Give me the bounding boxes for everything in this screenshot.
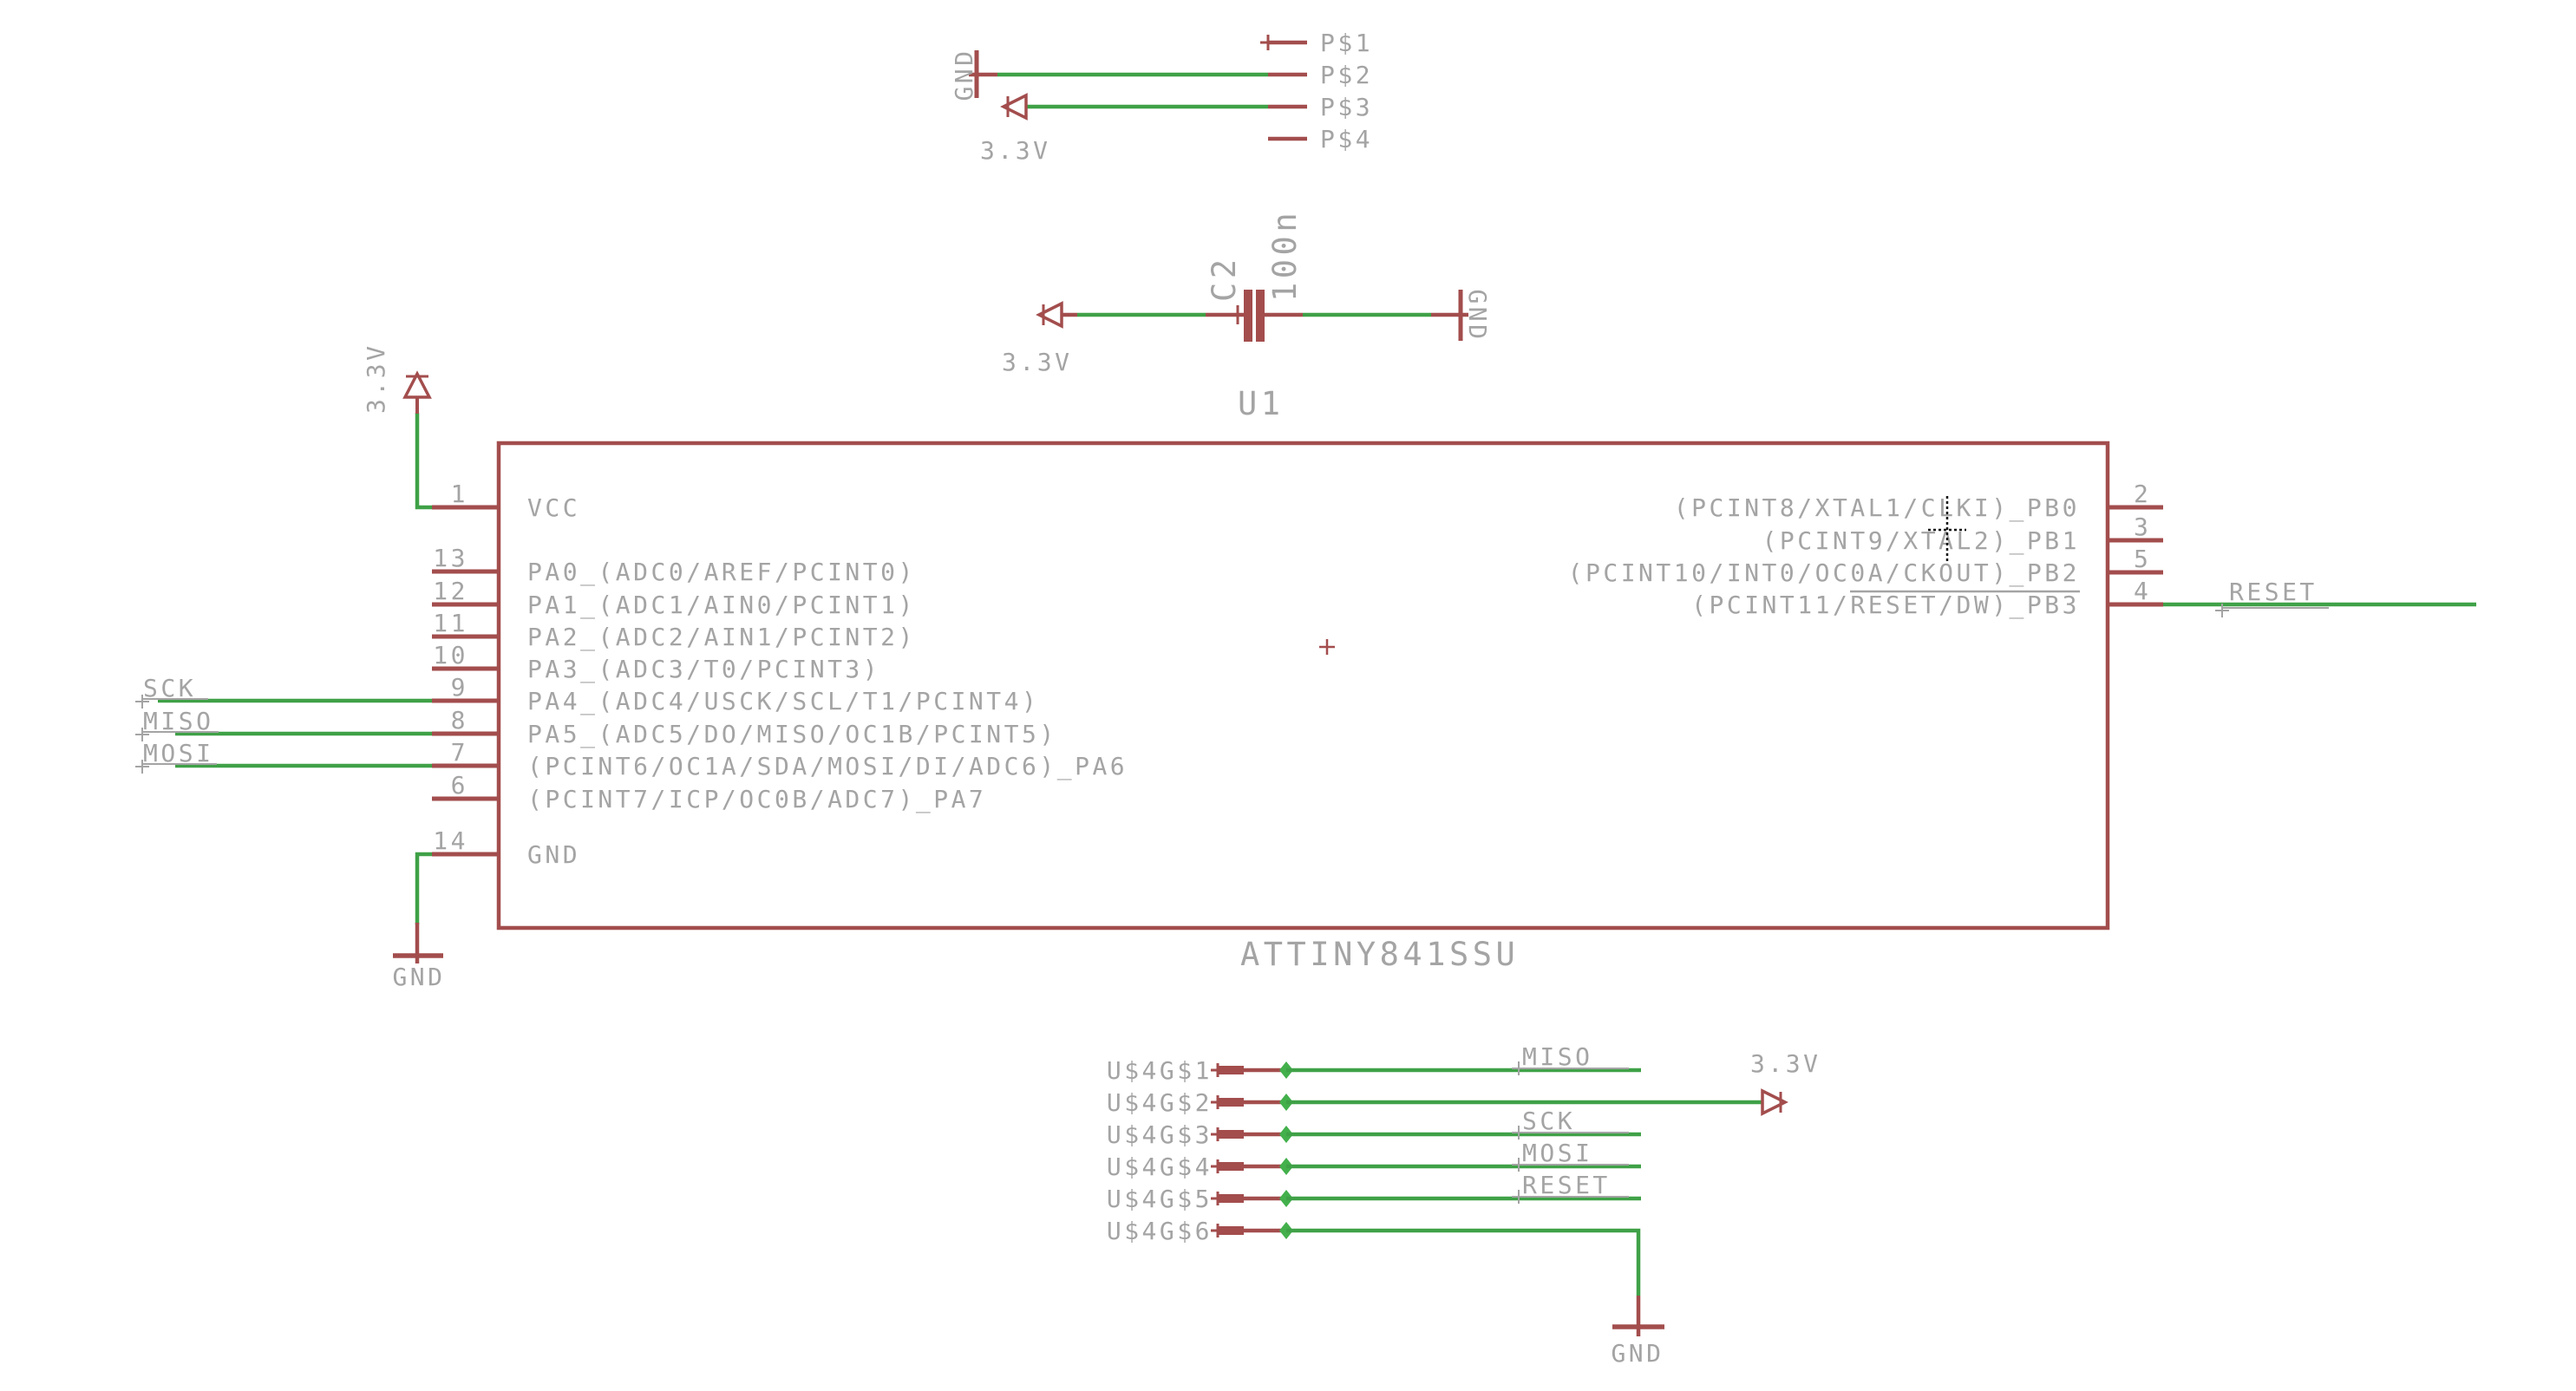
pin-label: PA0_(ADC0/AREF/PCINT0) [527,558,916,587]
pin-label: (PCINT10/INT0/OC0A/CKOUT)_PB2 [1568,558,2080,588]
ic-origin-cross [1319,639,1335,655]
gnd-symbol-icon[interactable]: GND [950,48,997,101]
gnd-label: GND [1463,289,1492,342]
net-label-reset[interactable]: RESET [1522,1171,1611,1199]
net-miso[interactable]: MISO [135,707,432,741]
pin-label: VCC [527,493,580,522]
top-connector-pin-label[interactable]: P$2 [1320,61,1373,89]
label-origin-cross [135,695,149,709]
bottom-pin-label[interactable]: U$4G$5 [1107,1185,1213,1213]
gnd-symbol-icon[interactable]: GND [1431,289,1492,343]
pin-number: 1 [451,480,468,508]
label-origin-cross [135,760,149,774]
bottom-pin-label[interactable]: U$4G$4 [1107,1153,1213,1181]
ic-value-label[interactable]: ATTINY841SSU [1240,936,1519,973]
ic-name-label[interactable]: U1 [1238,385,1285,422]
bottom-connector[interactable]: U$4G$1 U$4G$2 U$4G$3 U$4G$4 U$4G$5 U$4G$… [1107,1042,1821,1368]
pin-number: 11 [433,609,468,637]
bottom-pin-label[interactable]: U$4G$1 [1107,1056,1213,1085]
wire-gnd[interactable] [415,852,432,924]
label-origin-cross [2215,604,2229,617]
pin-number: 6 [451,771,468,800]
net-label-miso[interactable]: MISO [1522,1042,1592,1071]
bottom-connector-wires[interactable] [1286,1068,1762,1296]
top-connector-pin-label[interactable]: P$3 [1320,93,1373,121]
pin-number: 10 [433,641,468,669]
supply-3v3-arrow-icon[interactable]: 3.3V [980,93,1050,165]
supply-3v3-arrow-icon[interactable] [402,370,432,399]
top-connector-pin-label[interactable]: P$4 [1320,125,1373,153]
pin-number: 12 [433,577,468,605]
pin-origin-cross [1260,35,1276,50]
label-origin-cross [135,728,149,741]
pin-number: 5 [2134,545,2151,573]
pin-label: PA2_(ADC2/AIN1/PCINT2) [527,623,916,652]
pin-label: PA1_(ADC1/AIN0/PCINT1) [527,591,916,620]
bottom-pin-label[interactable]: U$4G$2 [1107,1088,1213,1117]
wire-gnd-bottom[interactable] [1286,1228,1641,1296]
supply-3v3-arrow-icon[interactable]: 3.3V [1750,1049,1821,1116]
net-sck[interactable]: SCK [135,674,432,709]
pin-label: (PCINT8/XTAL1/CLKI)_PB0 [1674,493,2080,523]
ic-right-pins[interactable] [2106,505,2163,607]
label-origin-cross [1512,1190,1526,1204]
gnd-symbol-icon[interactable]: GND [1611,1296,1664,1368]
supply-3v3-label: 3.3V [980,136,1050,165]
pin-number: 4 [2134,577,2151,605]
pin-label: (PCINT9/XTAL2)_PB1 [1762,526,2080,556]
net-label-reset[interactable]: RESET [2229,578,2318,606]
cap-name-label[interactable]: C2 [1206,255,1243,302]
cap-value-label[interactable]: 100n [1266,209,1304,302]
pin-number: 7 [451,738,468,767]
supply-3v3-label: 3.3V [362,343,390,414]
junction-diamond-icon [1279,1061,1293,1239]
ic-u1[interactable]: U1 ATTINY841SSU 1 13 12 11 10 9 8 7 6 [432,385,2163,973]
net-label-mosi[interactable]: MOSI [1522,1139,1592,1167]
ic-left-pins[interactable] [432,505,500,857]
pin-label: PA4_(ADC4/USCK/SCL/T1/PCINT4) [527,687,1039,716]
bottom-net-labels[interactable]: MISO SCK MOSI RESET [1512,1042,1629,1204]
net-label-miso[interactable]: MISO [143,707,213,735]
net-label-mosi[interactable]: MOSI [143,739,213,767]
supply-3v3-label: 3.3V [1002,348,1072,376]
cap-plate[interactable] [1244,290,1252,342]
top-connector[interactable]: P$1 P$2 P$3 P$4 [1260,29,1373,153]
supply-3v3-label: 3.3V [1750,1049,1821,1078]
gnd-label: GND [1611,1339,1664,1368]
label-origin-cross [1512,1126,1526,1140]
supply-3v3-pin1[interactable]: 3.3V [362,343,432,510]
cap-plate[interactable] [1256,290,1265,342]
pin-label: (PCINT6/OC1A/SDA/MOSI/DI/ADC6)_PA6 [527,752,1128,781]
capacitor-c2[interactable]: 3.3V C2 100n GND [1002,209,1492,376]
label-origin-cross [1512,1158,1526,1172]
label-origin-cross [1512,1061,1526,1075]
bottom-pin-label[interactable]: U$4G$6 [1107,1217,1213,1245]
pin-number: 3 [2134,513,2151,541]
pin-number: 2 [2134,480,2151,508]
pin-label: (PCINT7/ICP/OC0B/ADC7)_PA7 [527,785,986,814]
pin-number: 14 [433,826,468,855]
net-reset-right[interactable]: RESET [2163,578,2476,617]
mouse-cursor-crosshair-icon [1928,496,1966,562]
bottom-pin-label[interactable]: U$4G$3 [1107,1120,1213,1149]
pin-label: (PCINT11/RESET/DW)_PB3 [1691,591,2080,620]
wire-3v3-vcc[interactable] [415,413,432,510]
pin-label: PA3_(ADC3/T0/PCINT3) [527,655,880,684]
net-mosi[interactable]: MOSI [135,739,432,774]
pin-label: PA5_(ADC5/DO/MISO/OC1B/PCINT5) [527,720,1057,749]
pin-label: GND [527,840,580,869]
net-label-sck[interactable]: SCK [1522,1107,1575,1135]
net-label-sck[interactable]: SCK [143,674,196,702]
bottom-connector-pins[interactable] [1211,1061,1293,1239]
ic-body[interactable] [496,441,2110,931]
gnd-label: GND [392,963,445,991]
pin-number: 9 [451,673,468,702]
top-connector-pin-label[interactable]: P$1 [1320,29,1373,57]
gnd-label: GND [950,48,978,101]
pin-number: 13 [433,544,468,572]
pin-number: 8 [451,706,468,735]
gnd-pin14[interactable]: GND [392,852,445,991]
